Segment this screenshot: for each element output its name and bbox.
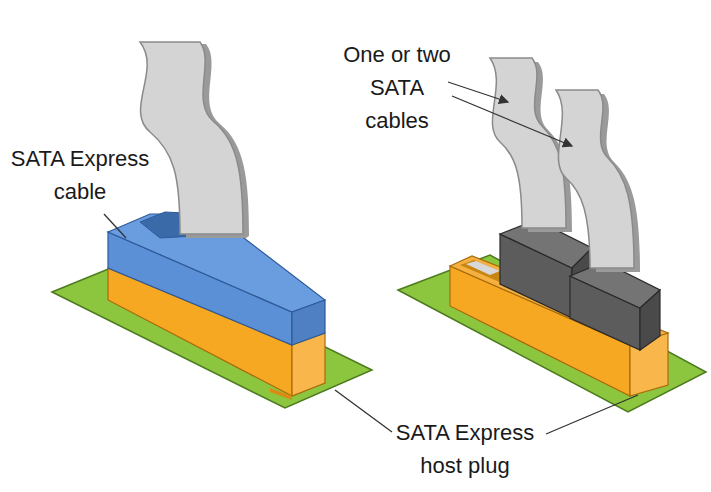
cables-label: One or two SATA cables [338,38,456,137]
host-plug-label: SATA Express host plug [385,416,545,482]
cable-label: SATA Express cable [2,142,158,208]
